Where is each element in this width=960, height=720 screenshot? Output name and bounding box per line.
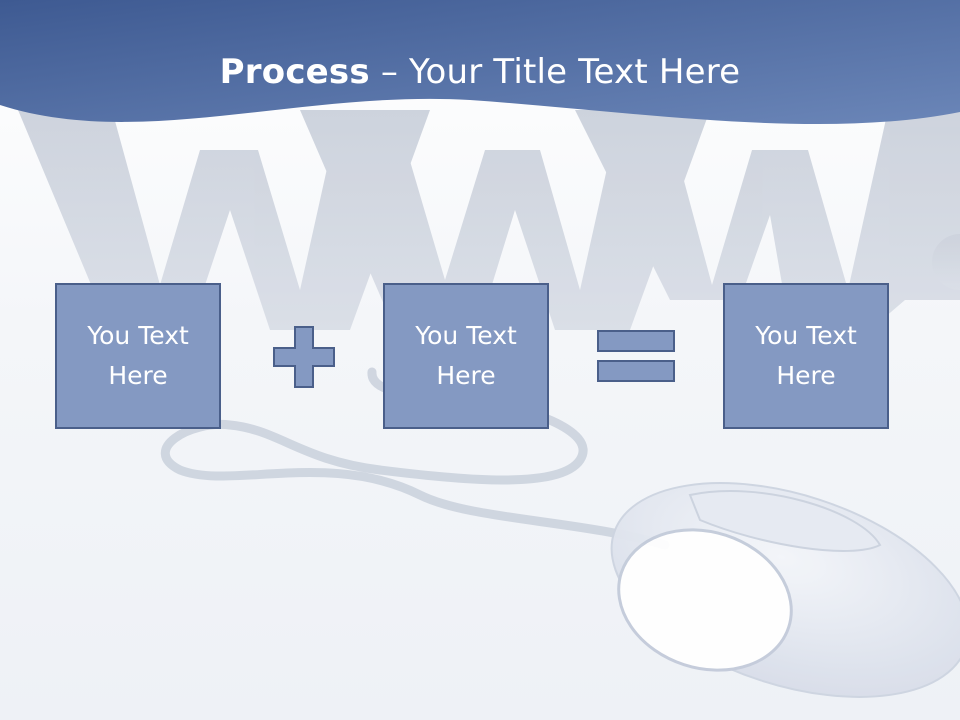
header-band [0, 0, 960, 125]
www-letters [18, 110, 960, 330]
title-rest: – Your Title Text Here [380, 52, 741, 92]
text-box-3[interactable]: You Text Here [723, 283, 889, 429]
title-bold: Process [219, 52, 370, 92]
text-box-3-line2: Here [776, 361, 836, 390]
text-box-1-line2: Here [108, 361, 168, 390]
letter-w-3 [575, 110, 960, 330]
text-box-2-line2: Here [436, 361, 496, 390]
text-box-3-line1: You Text [755, 321, 857, 350]
text-box-2-line1: You Text [415, 321, 517, 350]
letter-w-2 [300, 110, 710, 330]
computer-mouse [610, 482, 960, 698]
text-box-2[interactable]: You Text Here [383, 283, 549, 429]
equals-icon [597, 330, 675, 382]
text-box-1[interactable]: You Text Here [55, 283, 221, 429]
page-title: Process – Your Title Text Here [0, 52, 960, 92]
letter-w-1 [18, 110, 430, 330]
plus-icon [273, 326, 335, 388]
dot [932, 234, 960, 290]
text-box-1-line1: You Text [87, 321, 189, 350]
